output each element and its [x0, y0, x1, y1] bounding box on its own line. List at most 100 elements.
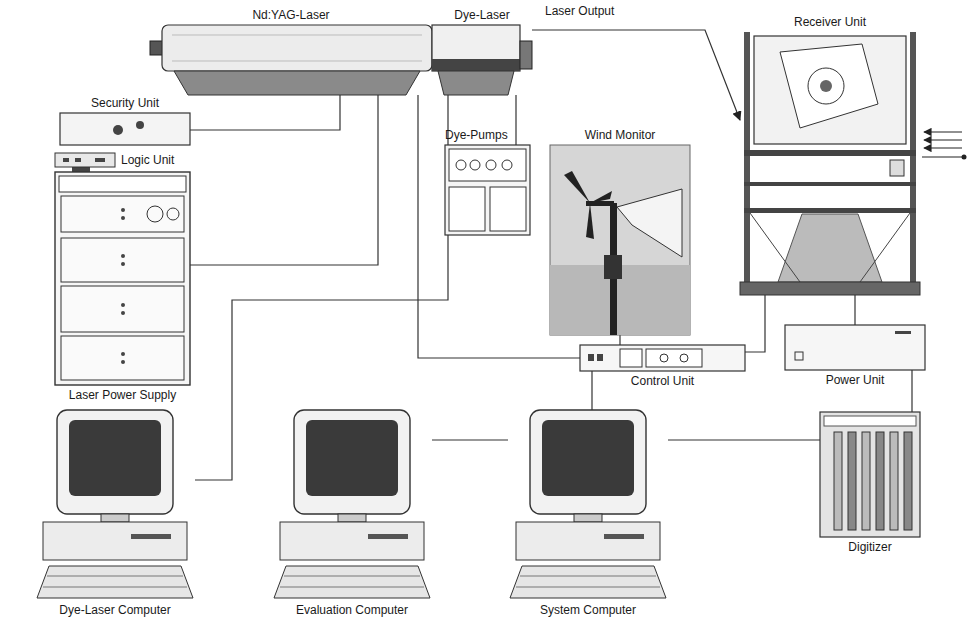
knob: [121, 352, 125, 356]
knob: [121, 254, 125, 258]
illustration-group: [550, 145, 690, 335]
anemometer-arm: [586, 201, 614, 206]
dye-base: [438, 71, 514, 95]
key-row: [43, 587, 187, 588]
monitor-stand: [101, 514, 129, 522]
mirror-plate: [780, 44, 878, 128]
screen: [542, 420, 634, 496]
monitor: [530, 410, 646, 514]
module-slot: [904, 432, 912, 530]
frame-post: [910, 32, 916, 295]
illustration-group: [274, 410, 430, 598]
dye-housing: [432, 25, 520, 71]
knob: [121, 311, 125, 315]
illustration-group: [55, 153, 115, 167]
device-illustration: [580, 345, 745, 371]
switch: [597, 354, 603, 361]
beam-label: Laser Output: [545, 4, 614, 18]
device-label: Dye-Pumps: [445, 128, 508, 142]
device-label: Wind Monitor: [585, 128, 656, 142]
module-slot: [876, 432, 884, 530]
detector-box: [890, 160, 904, 176]
dial: [147, 206, 163, 222]
monitor-stand: [574, 514, 602, 522]
cable-connector: [619, 335, 620, 345]
crossbar: [744, 208, 916, 213]
device-label: System Computer: [540, 603, 636, 617]
signal-line: [922, 156, 962, 157]
propeller: [586, 203, 594, 239]
device-label: Dye-Laser: [454, 8, 509, 22]
illustration-group: [150, 25, 432, 95]
device-illustration: [820, 412, 920, 537]
signal-arrow: [924, 139, 962, 140]
cable-connector: [745, 295, 765, 352]
power-switch: [795, 352, 803, 360]
panel: [785, 325, 925, 370]
module: [61, 286, 184, 332]
mirror: [820, 80, 832, 92]
illustration-group: [55, 172, 190, 385]
illustration-group: [820, 412, 920, 537]
dial: [167, 208, 179, 220]
laser-unit: Dye-Laser: [432, 25, 532, 95]
device-label: Nd:YAG-Laser: [252, 8, 329, 22]
illustration-group: [37, 410, 193, 598]
output-flange: [520, 41, 532, 69]
key-row: [47, 576, 183, 577]
drive: [604, 534, 644, 539]
gauge: [456, 160, 466, 170]
device-label: Power Unit: [826, 373, 885, 387]
knob: [121, 303, 125, 307]
key-switch: [113, 125, 123, 135]
cable-connector: [432, 439, 508, 440]
sensor-box: [604, 255, 622, 279]
module-slot: [848, 432, 856, 530]
cable-connector: [532, 30, 740, 120]
key-row: [284, 576, 420, 577]
cable-connector: [591, 371, 592, 410]
illustration-group: [740, 32, 920, 295]
crate: [820, 412, 920, 537]
knob: [121, 208, 125, 212]
crossbar: [744, 182, 916, 186]
device-illustration: [272, 410, 432, 600]
device-box: Power Unit: [785, 325, 925, 370]
button: [136, 121, 144, 129]
signal-dot: [962, 155, 967, 160]
knob: [121, 262, 125, 266]
wind-vane: [617, 189, 682, 257]
module: [61, 336, 184, 380]
device-illustration: [55, 172, 190, 385]
knob: [121, 360, 125, 364]
monitor-stand: [338, 514, 366, 522]
device-illustration: [35, 410, 195, 600]
module: [61, 196, 184, 232]
device-label: Security Unit: [91, 96, 159, 110]
device-label: Control Unit: [631, 374, 694, 388]
receiver-base: [740, 282, 920, 295]
illustration-group: [510, 410, 666, 598]
illustration-group: [445, 145, 530, 235]
tube-line: [172, 61, 422, 62]
module-slot: [890, 432, 898, 530]
illustration-group: [60, 113, 190, 145]
gauge: [470, 160, 480, 170]
device-box: Dye-Pumps: [445, 145, 530, 235]
cable-connector: [911, 370, 912, 412]
system-box: [280, 522, 424, 560]
device-label: Digitizer: [848, 540, 891, 554]
brace: [860, 213, 910, 282]
panel: [580, 345, 745, 371]
cable-connector: [668, 439, 820, 440]
monitor: [57, 410, 173, 514]
monitor: [294, 410, 410, 514]
propeller: [564, 171, 590, 203]
illustration-group: [580, 345, 745, 371]
device-box: Control Unit: [580, 345, 745, 371]
dye-stripe: [432, 59, 520, 71]
device-illustration: [150, 25, 432, 95]
key-row: [280, 587, 424, 588]
led: [95, 158, 105, 162]
computer: Dye-Laser Computer: [35, 410, 195, 600]
